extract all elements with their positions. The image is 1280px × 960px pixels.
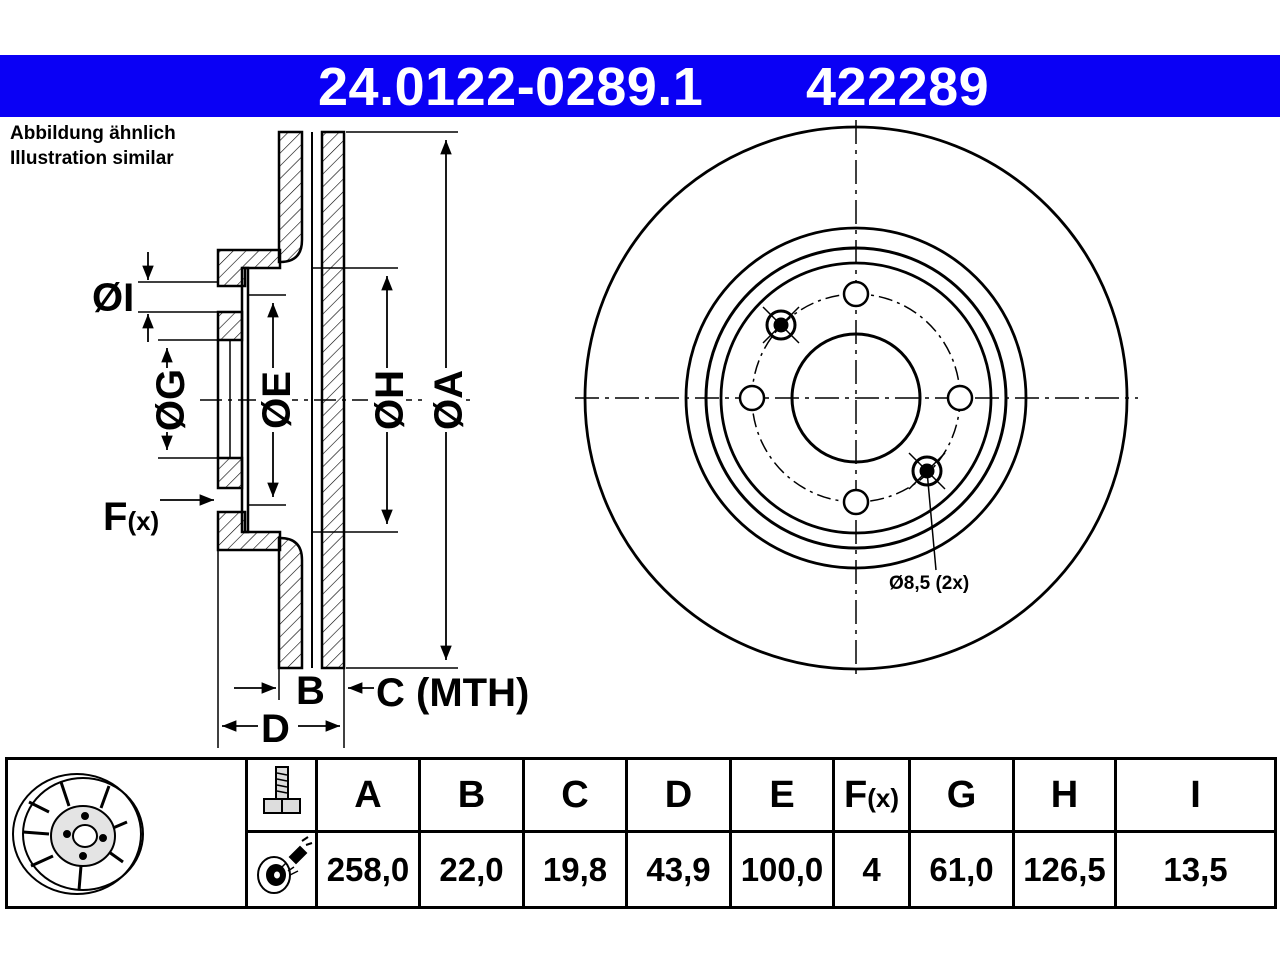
section-hatch <box>216 130 346 670</box>
section-view: ØA ØH ØE ØG ØI F(x) B <box>92 130 529 751</box>
reference-number: 422289 <box>806 57 990 117</box>
front-view <box>575 120 1138 678</box>
label-d: D <box>261 707 290 751</box>
col-header-e: E <box>729 757 835 833</box>
bolt-hole-bottom <box>842 488 870 516</box>
col-header-d: D <box>625 757 732 833</box>
bolt-hole-top <box>842 280 870 308</box>
cleaning-spray-icon <box>256 836 312 894</box>
bolt-icon <box>262 765 301 814</box>
spray-cell <box>245 830 318 909</box>
bolt-hole-right <box>946 384 974 412</box>
label-hole-note: Ø8,5 (2x) <box>889 573 969 594</box>
value-a: 258,0 <box>315 830 421 909</box>
label-b: B <box>296 669 325 713</box>
col-header-g: G <box>908 757 1015 833</box>
hole-note-leader <box>926 470 937 571</box>
col-header-f: F(x) <box>832 757 911 833</box>
col-header-c: C <box>522 757 628 833</box>
label-dia-a: ØA <box>427 370 471 430</box>
value-i: 13,5 <box>1114 830 1277 909</box>
label-c: C (MTH) <box>376 671 529 715</box>
value-g: 61,0 <box>908 830 1015 909</box>
value-b: 22,0 <box>418 830 525 909</box>
label-dia-i: ØI <box>92 276 134 320</box>
value-h: 126,5 <box>1012 830 1117 909</box>
label-dia-e: ØE <box>255 371 299 429</box>
locating-hole-lower <box>908 452 946 490</box>
locating-hole-upper <box>762 306 800 344</box>
value-c: 19,8 <box>522 830 628 909</box>
brake-disc-icon <box>11 772 144 895</box>
bolt-hole-left <box>738 384 766 412</box>
col-header-a: A <box>315 757 421 833</box>
spec-table: A B C D E F(x) G H I 258,0 22,0 19,8 4 <box>5 757 1277 909</box>
col-header-i: I <box>1114 757 1277 833</box>
note-german: Abbildung ähnlich <box>10 123 176 144</box>
col-header-b: B <box>418 757 525 833</box>
label-f: F(x) <box>103 495 159 539</box>
value-d: 43,9 <box>625 830 732 909</box>
bolt-cell <box>245 757 318 833</box>
disc-illustration-cell <box>5 757 248 909</box>
title-bar: 24.0122-0289.1 422289 <box>0 55 1280 117</box>
value-e: 100,0 <box>729 830 835 909</box>
col-header-h: H <box>1012 757 1117 833</box>
label-dia-h: ØH <box>368 370 412 430</box>
value-f: 4 <box>832 830 911 909</box>
part-number: 24.0122-0289.1 <box>318 57 704 117</box>
label-dia-g: ØG <box>149 369 193 431</box>
note-english: Illustration similar <box>10 148 174 169</box>
